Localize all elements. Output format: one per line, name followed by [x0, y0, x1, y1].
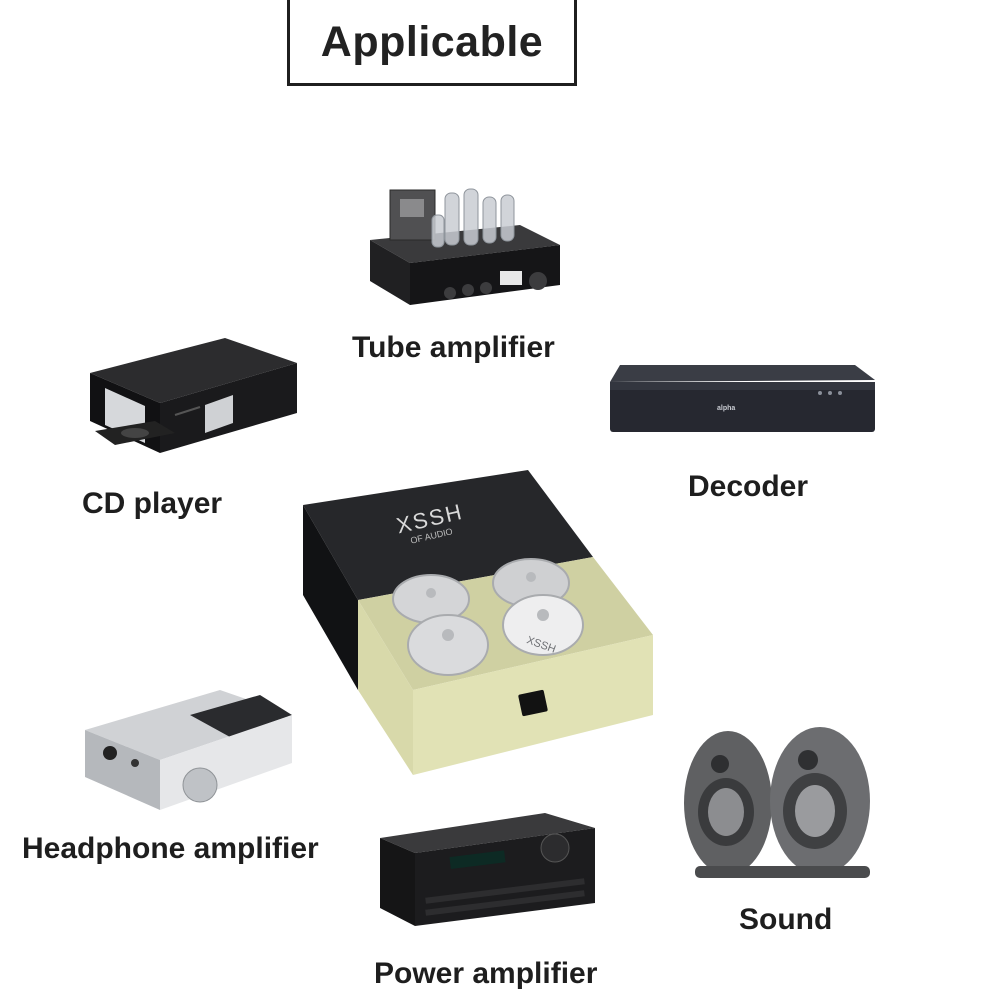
speakers-image: [684, 727, 870, 878]
page-title: Applicable: [320, 18, 544, 66]
decoder-label: Decoder: [688, 470, 809, 503]
power-amplifier-image: [380, 813, 595, 926]
headphone-amplifier-image: [85, 690, 292, 810]
tube-amplifier-image: [370, 188, 560, 305]
decoder-brand-text: alpha: [717, 405, 735, 412]
headphone-amplifier-label: Headphone amplifier: [22, 832, 319, 865]
cd-player-image: [90, 338, 297, 453]
cd-player-label: CD player: [82, 487, 223, 520]
product-box-image: XSSH: [303, 470, 653, 775]
title-box: Applicable: [287, 0, 577, 86]
tube-amplifier-label: Tube amplifier: [352, 331, 555, 364]
power-amplifier-label: Power amplifier: [374, 957, 598, 990]
sound-label: Sound: [739, 903, 833, 936]
decoder-image: alpha: [610, 365, 875, 432]
